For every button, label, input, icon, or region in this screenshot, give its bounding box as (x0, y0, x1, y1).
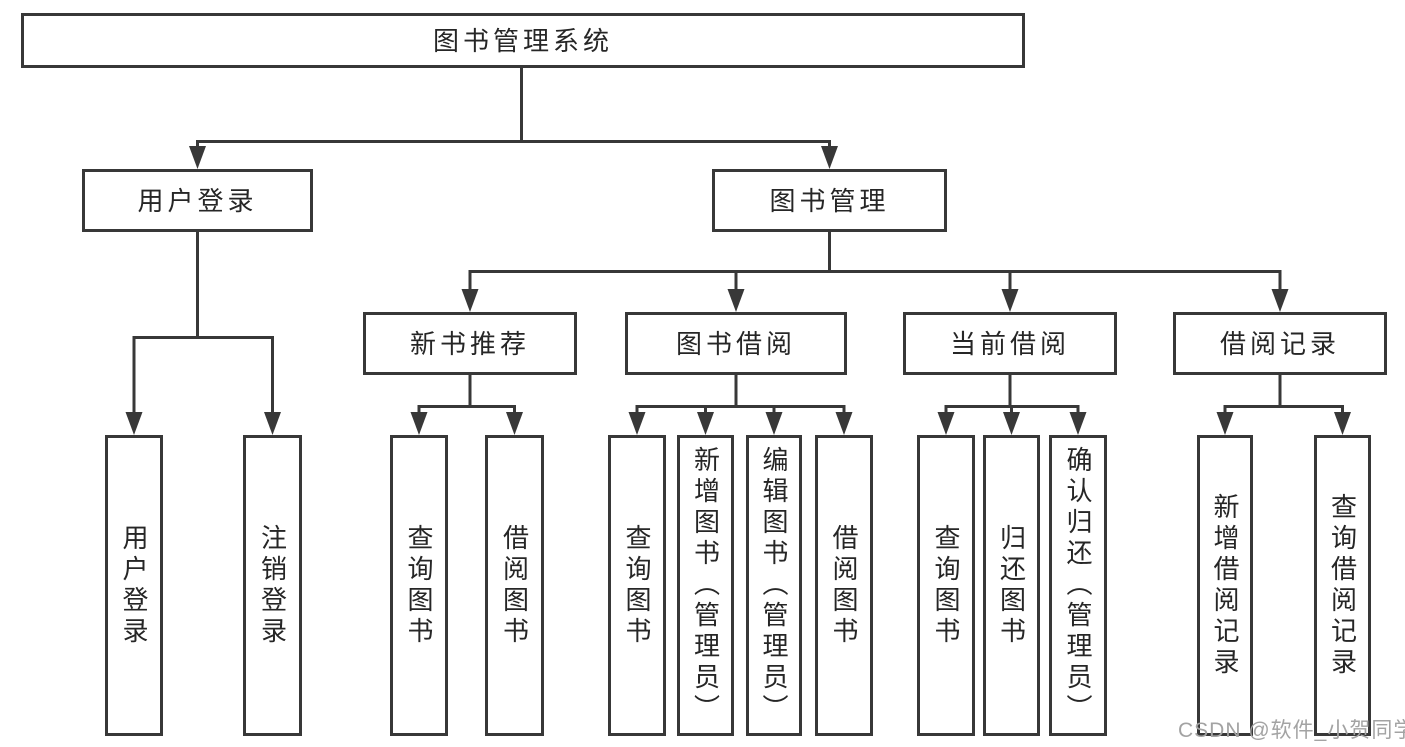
leaf-return-books-label: 归还图书 (996, 523, 1027, 648)
node-current-borrowing-label: 当前借阅 (949, 328, 1070, 359)
leaf-confirm-return-admin-label: 确认归还（管理员） (1063, 446, 1093, 725)
node-new-book-recommend: 新书推荐 (363, 312, 577, 375)
leaf-edit-book-admin: 编辑图书（管理员） (746, 435, 802, 736)
leaf-query-borrow-record: 查询借阅记录 (1314, 435, 1371, 736)
leaf-user-login: 用户登录 (105, 435, 163, 736)
leaf-borrow-books-recommend-label: 借阅图书 (499, 523, 530, 648)
leaf-borrow-books-recommend: 借阅图书 (485, 435, 544, 736)
leaf-return-books: 归还图书 (983, 435, 1040, 736)
node-book-management-label: 图书管理 (769, 185, 890, 216)
leaf-logout-label: 注销登录 (257, 523, 288, 648)
node-book-borrowing-label: 图书借阅 (675, 328, 796, 359)
leaf-query-books-recommend: 查询图书 (390, 435, 448, 736)
node-library-system: 图书管理系统 (21, 13, 1025, 68)
csdn-watermark: CSDN @软件_小贺同学 (1178, 719, 1405, 742)
node-user-login-branch: 用户登录 (82, 169, 313, 232)
arrowheads (125, 146, 1351, 435)
node-new-book-recommend-label: 新书推荐 (409, 328, 530, 359)
node-borrowing-records-label: 借阅记录 (1219, 328, 1340, 359)
node-library-system-label: 图书管理系统 (432, 25, 613, 56)
leaf-confirm-return-admin: 确认归还（管理员） (1049, 435, 1107, 736)
node-book-borrowing: 图书借阅 (625, 312, 847, 375)
leaf-logout: 注销登录 (243, 435, 302, 736)
node-book-management: 图书管理 (712, 169, 947, 232)
leaf-borrow-books-borrowing-label: 借阅图书 (829, 523, 859, 648)
leaf-borrow-books-borrowing: 借阅图书 (815, 435, 873, 736)
leaf-query-borrow-record-label: 查询借阅记录 (1327, 492, 1358, 679)
leaf-add-borrow-record-label: 新增借阅记录 (1210, 492, 1240, 679)
leaf-edit-book-admin-label: 编辑图书（管理员） (759, 446, 789, 725)
node-user-login-branch-label: 用户登录 (137, 185, 258, 216)
leaf-query-books-current: 查询图书 (917, 435, 975, 736)
leaf-user-login-label: 用户登录 (119, 523, 149, 648)
node-current-borrowing: 当前借阅 (903, 312, 1117, 375)
node-borrowing-records: 借阅记录 (1173, 312, 1387, 375)
leaf-query-books-recommend-label: 查询图书 (404, 523, 434, 648)
leaf-query-books-current-label: 查询图书 (931, 523, 961, 648)
leaf-query-books-borrowing: 查询图书 (608, 435, 666, 736)
leaf-query-books-borrowing-label: 查询图书 (622, 523, 652, 648)
leaf-add-borrow-record: 新增借阅记录 (1197, 435, 1253, 736)
leaf-add-book-admin-label: 新增图书（管理员） (690, 446, 721, 725)
leaf-add-book-admin: 新增图书（管理员） (677, 435, 734, 736)
